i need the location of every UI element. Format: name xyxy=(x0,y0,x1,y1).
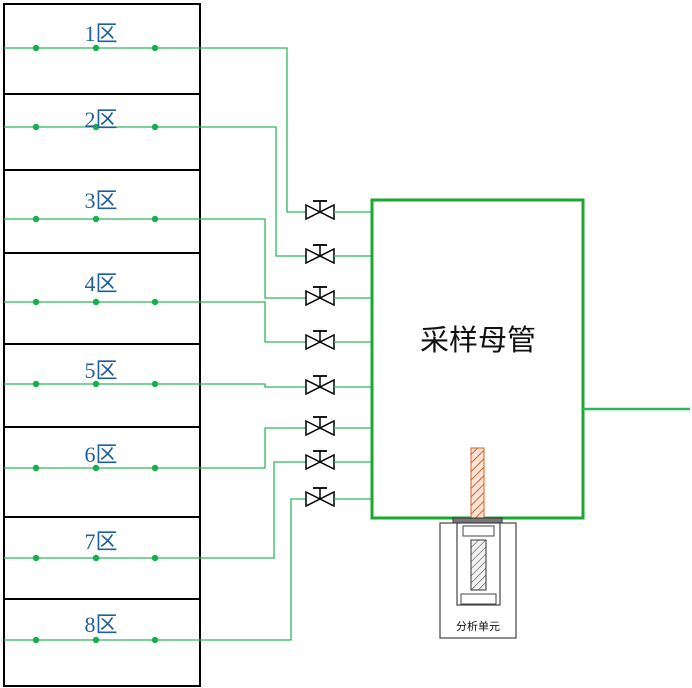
zone-label: 2区 xyxy=(84,107,117,132)
analyzer-unit: 分析单元 xyxy=(439,517,517,639)
gate-valve-icon xyxy=(305,200,335,221)
gate-valve-icon xyxy=(305,416,335,437)
sample-pipe xyxy=(4,498,306,641)
sample-point-dot xyxy=(92,44,100,52)
sampling-probe xyxy=(470,447,485,519)
sample-point-dot xyxy=(151,636,159,644)
sample-point-dot xyxy=(151,123,159,131)
zone-label: 5区 xyxy=(84,358,117,383)
gate-valve-icon xyxy=(305,244,335,265)
zone-7-sample-line xyxy=(4,461,306,562)
sample-point-dot xyxy=(92,554,100,562)
zone-6-sample-line xyxy=(4,427,306,472)
analyzer-chamber-top xyxy=(462,525,495,537)
sample-point-dot xyxy=(151,44,159,52)
analyzer-chamber-base xyxy=(460,593,497,605)
zone-label: 8区 xyxy=(84,612,117,637)
sample-point-dot xyxy=(32,298,40,306)
gate-valve-icon xyxy=(305,330,335,351)
gate-valve-icon xyxy=(305,450,335,471)
sample-pipe xyxy=(4,461,306,559)
zone-8-sample-line xyxy=(4,498,306,644)
sample-point-dot xyxy=(92,215,100,223)
zone-labels: 1区 2区 3区 4区 5区 6区 7区 8区 xyxy=(84,21,117,637)
analyzer-sensor xyxy=(470,539,487,591)
gate-valve-icon xyxy=(305,286,335,307)
sample-point-dot xyxy=(151,554,159,562)
sample-pipe xyxy=(4,126,306,257)
zone-label: 7区 xyxy=(84,529,117,554)
zone-rack xyxy=(3,3,201,687)
sample-point-dot xyxy=(32,464,40,472)
valves xyxy=(305,200,372,508)
sample-point-dot xyxy=(151,464,159,472)
sample-point-dot xyxy=(151,380,159,388)
sample-point-dot xyxy=(32,380,40,388)
analyzer-label: 分析单元 xyxy=(456,619,500,633)
sample-pipe xyxy=(4,218,306,299)
sample-point-dot xyxy=(92,298,100,306)
zone-4-sample-line xyxy=(4,298,306,343)
zone-2-sample-line xyxy=(4,123,306,257)
sample-pipe xyxy=(4,301,306,343)
sampling-manifold: 采样母管 xyxy=(370,198,690,520)
zone-5-sample-line xyxy=(4,380,306,388)
zone-label: 4区 xyxy=(84,271,117,296)
sample-point-dot xyxy=(92,123,100,131)
sample-point-dot xyxy=(92,380,100,388)
zone-1-sample-line xyxy=(4,44,306,213)
sample-point-dot xyxy=(32,554,40,562)
zone-3-sample-line xyxy=(4,215,306,299)
sample-pipe xyxy=(4,47,306,213)
sample-point-dot xyxy=(92,636,100,644)
sample-point-dot xyxy=(92,464,100,472)
sample-point-dot xyxy=(32,123,40,131)
sample-point-dot xyxy=(32,215,40,223)
sample-point-dot xyxy=(151,215,159,223)
gate-valve-icon xyxy=(305,375,335,396)
zone-label: 3区 xyxy=(84,188,117,213)
sample-pipe xyxy=(4,383,306,388)
sample-pipe xyxy=(4,427,306,469)
sample-point-dot xyxy=(151,298,159,306)
zone-separators xyxy=(4,93,200,600)
zone-label: 1区 xyxy=(84,21,117,46)
gate-valve-icon xyxy=(305,487,335,508)
zone-sample-lines xyxy=(4,44,306,644)
manifold-label: 采样母管 xyxy=(420,323,536,357)
zone-label: 6区 xyxy=(84,442,117,467)
sample-point-dot xyxy=(32,44,40,52)
sample-point-dot xyxy=(32,636,40,644)
